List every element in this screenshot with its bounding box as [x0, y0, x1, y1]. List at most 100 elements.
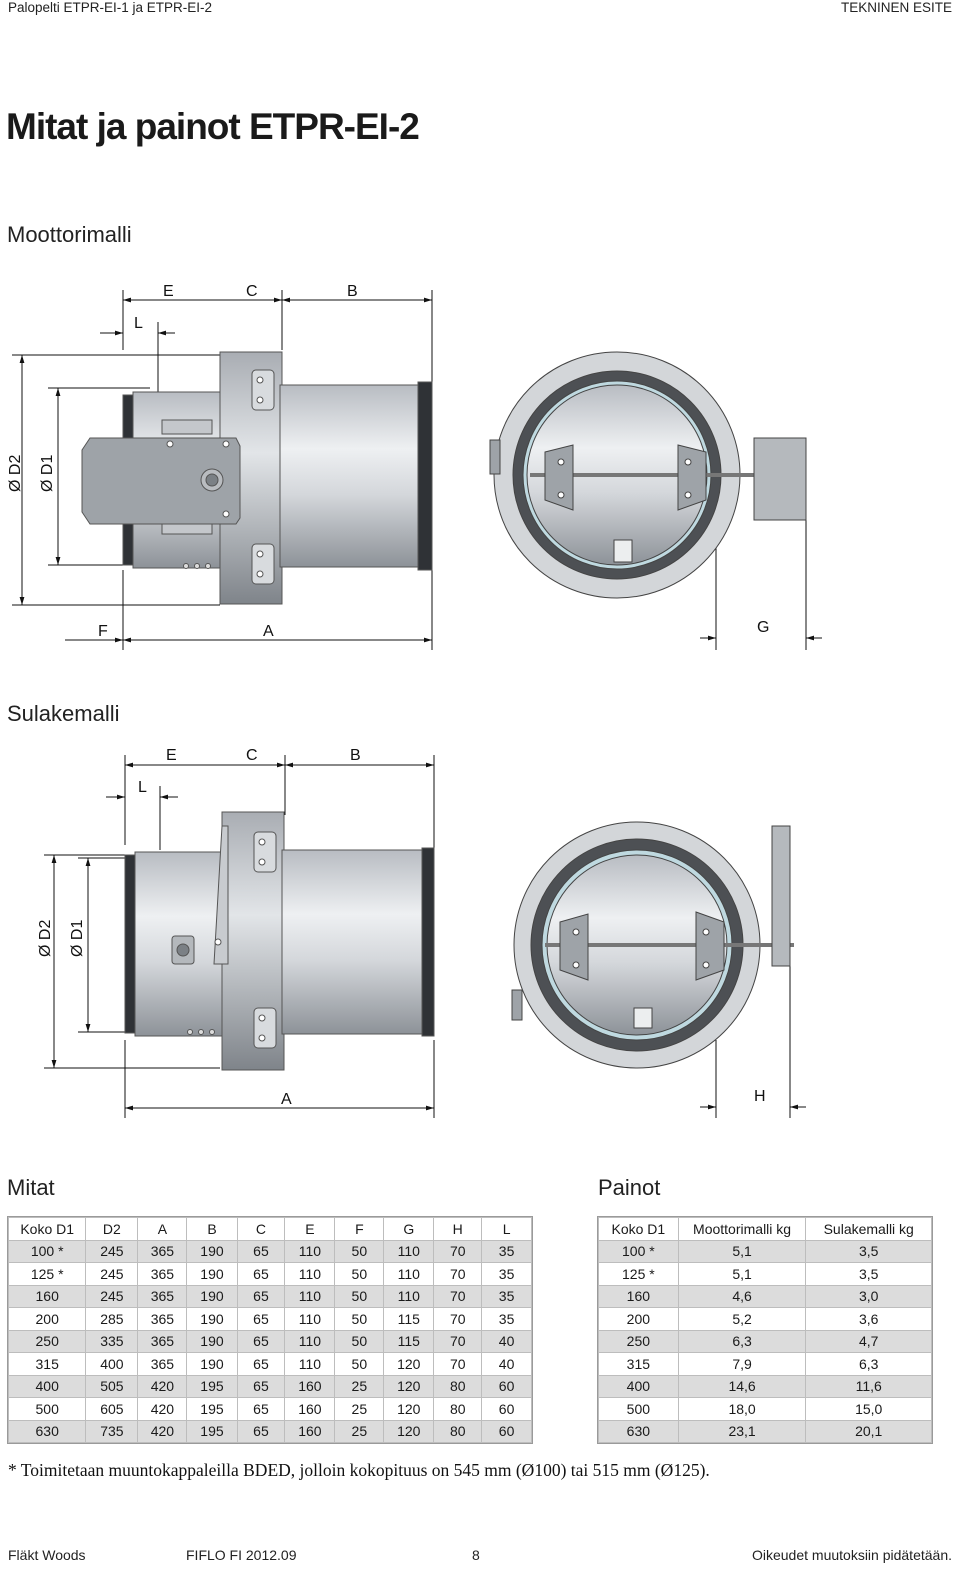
table-cell: 250: [598, 1329, 679, 1353]
motor-label-d2: Ø D2: [7, 455, 24, 492]
table-cell: 245: [85, 1239, 139, 1263]
column-header: C: [236, 1217, 286, 1241]
table-cell: 3,5: [805, 1262, 932, 1286]
column-header: D2: [85, 1217, 139, 1241]
table-cell: 245: [85, 1262, 139, 1286]
table-cell: 100 *: [598, 1239, 679, 1263]
table-cell: 40: [481, 1329, 532, 1353]
table-cell: 60: [481, 1397, 532, 1421]
table-cell: 35: [481, 1262, 532, 1286]
motor-label-c: C: [246, 283, 258, 300]
table-cell: 50: [334, 1284, 385, 1308]
footer-doc-code: FIFLO FI 2012.09: [186, 1547, 297, 1563]
table-cell: 190: [186, 1239, 238, 1263]
table-cell: 110: [284, 1284, 336, 1308]
table-cell: 70: [433, 1262, 483, 1286]
table-cell: 80: [433, 1419, 483, 1443]
table-cell: 200: [7, 1307, 87, 1331]
table-cell: 4,7: [805, 1329, 932, 1353]
table-cell: 605: [85, 1397, 139, 1421]
table-cell: 6,3: [805, 1352, 932, 1376]
motor-label-b: B: [347, 283, 358, 300]
table-cell: 120: [383, 1397, 435, 1421]
table-cell: 110: [383, 1284, 435, 1308]
header-document-title: Palopelti ETPR-EI-1 ja ETPR-EI-2: [8, 0, 213, 15]
table-cell: 50: [334, 1239, 385, 1263]
table-cell: 25: [334, 1397, 385, 1421]
table-cell: 500: [7, 1397, 87, 1421]
footer-rights: Oikeudet muutoksiin pidätetään.: [751, 1547, 952, 1563]
table-cell: 5,1: [677, 1262, 807, 1286]
table-cell: 70: [433, 1352, 483, 1376]
fuse-model-heading: Sulakemalli: [7, 701, 120, 726]
table-cell: 35: [481, 1284, 532, 1308]
table-cell: 23,1: [677, 1419, 807, 1443]
fuse-front-view: [511, 821, 794, 1069]
table-cell: 505: [85, 1374, 139, 1398]
dimensions-heading: Mitat: [7, 1175, 55, 1200]
footnote: * Toimitetaan muuntokappaleilla BDED, jo…: [8, 1460, 710, 1480]
motor-label-f: F: [98, 623, 108, 640]
fuse-label-d1: Ø D1: [69, 920, 86, 957]
table-cell: 11,6: [805, 1374, 932, 1398]
table-cell: 160: [284, 1397, 336, 1421]
table-cell: 5,2: [677, 1307, 807, 1331]
footer-page-number: 8: [472, 1547, 480, 1563]
table-cell: 190: [186, 1329, 238, 1353]
table-cell: 500: [598, 1397, 679, 1421]
table-cell: 3,5: [805, 1239, 932, 1263]
table-cell: 25: [334, 1419, 385, 1443]
table-cell: 65: [236, 1352, 286, 1376]
fuse-model-drawing: E C B L Ø D2 Ø D1 A H: [37, 747, 806, 1118]
table-cell: 160: [284, 1419, 336, 1443]
column-header: E: [284, 1217, 336, 1241]
table-cell: 285: [85, 1307, 139, 1331]
header-doc-type: TEKNINEN ESITE: [840, 0, 952, 15]
table-cell: 110: [284, 1352, 336, 1376]
table-cell: 400: [7, 1374, 87, 1398]
table-cell: 630: [7, 1419, 87, 1443]
table-cell: 65: [236, 1284, 286, 1308]
fuse-label-h: H: [754, 1088, 766, 1105]
table-cell: 18,0: [677, 1397, 807, 1421]
table-cell: 100 *: [7, 1239, 87, 1263]
table-cell: 120: [383, 1419, 435, 1443]
table-cell: 110: [284, 1329, 336, 1353]
table-cell: 65: [236, 1374, 286, 1398]
table-cell: 160: [598, 1284, 679, 1308]
column-header: G: [383, 1217, 435, 1241]
table-cell: 120: [383, 1374, 435, 1398]
motor-side-view: [81, 351, 433, 605]
table-cell: 195: [186, 1374, 238, 1398]
table-cell: 65: [236, 1239, 286, 1263]
table-cell: 3,6: [805, 1307, 932, 1331]
table-cell: 110: [284, 1307, 336, 1331]
footer-company: Fläkt Woods: [8, 1547, 86, 1563]
column-header: L: [481, 1217, 532, 1241]
table-cell: 5,1: [677, 1239, 807, 1263]
table-cell: 190: [186, 1352, 238, 1376]
motor-label-g: G: [757, 619, 769, 636]
table-cell: 65: [236, 1397, 286, 1421]
table-cell: 4,6: [677, 1284, 807, 1308]
table-cell: 70: [433, 1284, 483, 1308]
motor-front-view: [489, 351, 807, 599]
table-cell: 40: [481, 1352, 532, 1376]
column-header: Koko D1: [7, 1217, 87, 1241]
table-cell: 65: [236, 1307, 286, 1331]
table-cell: 400: [85, 1352, 139, 1376]
table-cell: 125 *: [598, 1262, 679, 1286]
table-cell: 50: [334, 1262, 385, 1286]
